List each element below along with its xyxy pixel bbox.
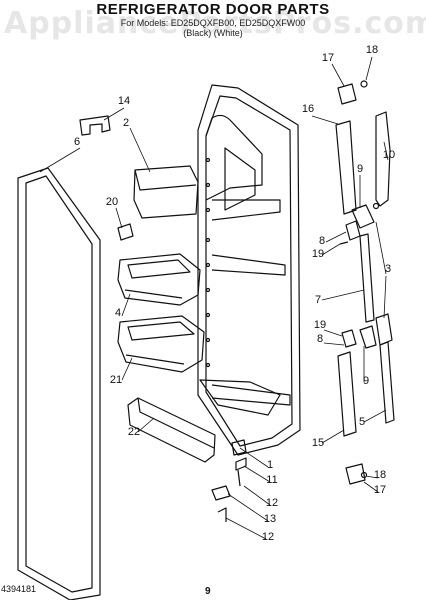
callout-3: 3 xyxy=(385,263,391,275)
callout-14: 14 xyxy=(118,95,130,107)
models-line: For Models: ED25DQXFB00, ED25DQXFW00 xyxy=(120,18,306,28)
callout-12: 12 xyxy=(266,497,278,509)
callout-17: 17 xyxy=(322,52,334,64)
diagram-code: 4394181 xyxy=(1,584,37,594)
callout-17: 17 xyxy=(374,484,386,496)
page-number: 9 xyxy=(205,586,211,597)
callout-22: 22 xyxy=(128,426,140,438)
callout-20: 20 xyxy=(106,196,118,208)
callout-labels: 1462204212211112131218171610981937198951… xyxy=(74,44,395,543)
callout-8: 8 xyxy=(319,235,325,247)
bin-clip xyxy=(117,223,134,241)
callout-8: 8 xyxy=(317,333,323,345)
color-line: (Black) (White) xyxy=(183,28,243,38)
callout-9: 9 xyxy=(357,163,363,175)
callout-18: 18 xyxy=(374,469,386,481)
watermark: AppliancePartsPros.com xyxy=(4,6,426,41)
callout-11: 11 xyxy=(266,474,277,486)
hinge-cap-top xyxy=(337,80,368,105)
callout-12: 12 xyxy=(262,531,274,543)
leader-lines xyxy=(39,56,389,540)
door-bin-bottom xyxy=(127,397,216,463)
callout-2: 2 xyxy=(123,117,129,129)
callout-10: 10 xyxy=(383,149,395,161)
hinge-hardware-bottom xyxy=(211,439,247,522)
callout-4: 4 xyxy=(115,307,121,319)
shelf-bracket xyxy=(79,115,111,136)
door-bin-upper xyxy=(117,253,201,306)
dairy-door xyxy=(133,165,199,219)
callout-1: 1 xyxy=(267,459,273,471)
callout-9: 9 xyxy=(363,375,369,387)
page-title: REFRIGERATOR DOOR PARTS xyxy=(96,1,330,18)
callout-7: 7 xyxy=(315,294,321,306)
hinge-assembly-upper xyxy=(339,202,380,245)
upper-trim xyxy=(335,120,357,215)
callout-5: 5 xyxy=(359,416,365,428)
callout-19: 19 xyxy=(312,248,324,260)
door-handle-upper xyxy=(375,111,391,207)
long-trim xyxy=(359,233,375,323)
door-bin-lower xyxy=(117,315,205,373)
callout-21: 21 xyxy=(110,374,122,386)
hinge-cap-bottom xyxy=(345,463,368,485)
door-gasket xyxy=(17,167,101,600)
callout-13: 13 xyxy=(264,513,276,525)
door-liner xyxy=(197,84,301,456)
door-handle-lower xyxy=(379,341,395,424)
callout-6: 6 xyxy=(74,136,80,148)
callout-19: 19 xyxy=(314,319,326,331)
callout-16: 16 xyxy=(302,103,314,115)
lower-trim xyxy=(337,351,357,437)
callout-15: 15 xyxy=(312,437,324,449)
callout-18: 18 xyxy=(366,44,378,56)
